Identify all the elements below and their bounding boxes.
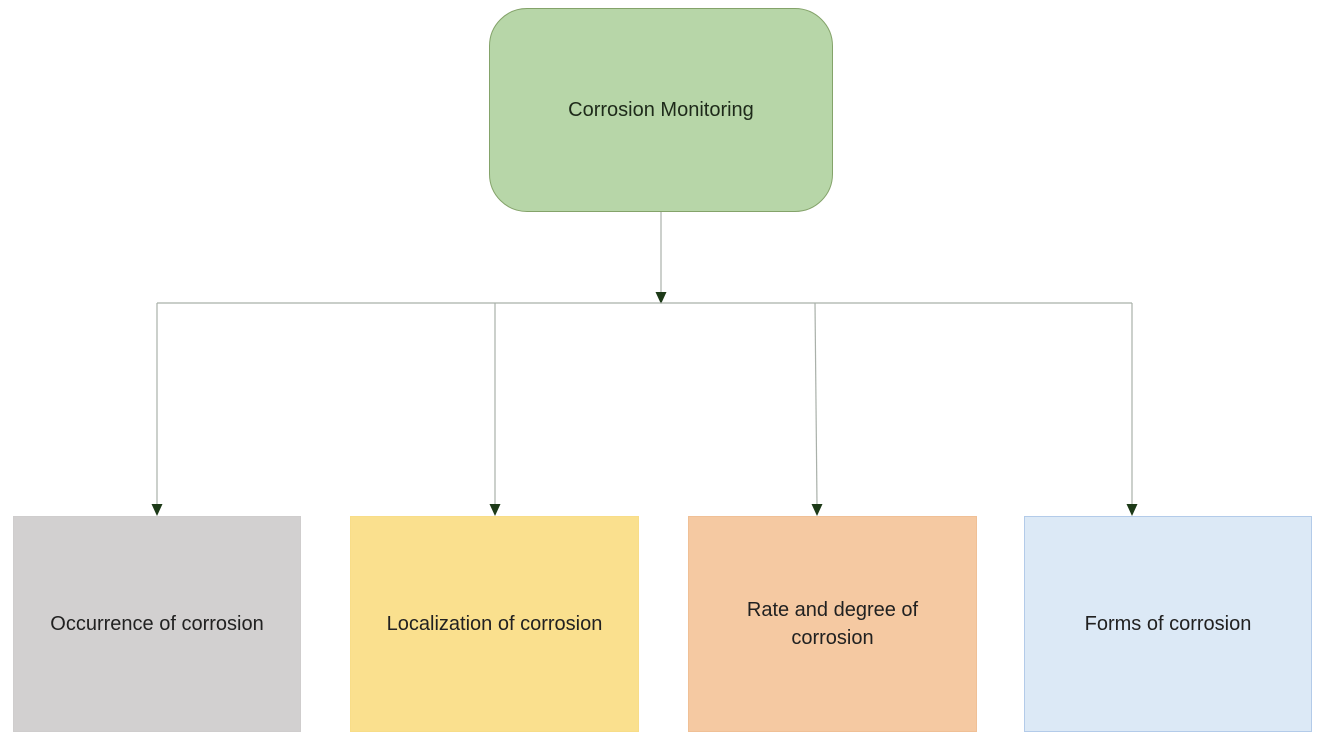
arrowhead-root-to-bus	[655, 292, 667, 304]
node-forms-of-corrosion: Forms of corrosion	[1024, 516, 1312, 732]
node-label: Corrosion Monitoring	[568, 99, 754, 121]
connector-drop-rate-degree	[814, 302, 818, 506]
node-corrosion-monitoring: Corrosion Monitoring	[489, 8, 833, 212]
node-label: Forms of corrosion	[1084, 613, 1252, 635]
node-localization-of-corrosion: Localization of corrosion	[350, 516, 639, 732]
arrowhead-rate-degree	[811, 504, 823, 516]
node-label: Rate and degree of corrosion	[746, 599, 919, 649]
arrowhead-forms	[1126, 504, 1138, 516]
node-occurrence-of-corrosion: Occurrence of corrosion	[13, 516, 301, 732]
arrowhead-localization	[489, 504, 501, 516]
node-rate-and-degree-of-corrosion: Rate and degree of corrosion	[688, 516, 977, 732]
node-label: Localization of corrosion	[386, 613, 603, 635]
arrowhead-occurrence	[151, 504, 163, 516]
node-label: Occurrence of corrosion	[50, 613, 264, 635]
